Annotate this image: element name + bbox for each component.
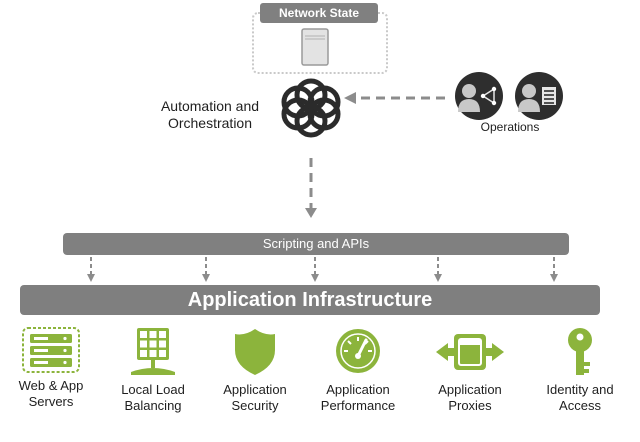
item-label-line1: Web & App — [18, 378, 84, 393]
item-label-line1: Application — [326, 382, 390, 397]
item-web-app-servers: Web & App Servers — [0, 326, 106, 410]
proxy-arrows-icon — [436, 334, 504, 370]
item-label-application-performance: Application Performance — [303, 382, 413, 414]
automation-label-line2: Orchestration — [167, 115, 253, 131]
operations-arrow — [344, 92, 445, 104]
shield-icon — [235, 329, 275, 375]
item-label-line1: Local Load — [121, 382, 185, 397]
scripting-apis-bar: Scripting and APIs — [63, 233, 569, 255]
item-label-line2: Security — [231, 398, 279, 413]
item-label-line2: Performance — [320, 398, 396, 413]
item-label-line1: Application — [438, 382, 502, 397]
operations-user-list-icon — [515, 72, 563, 120]
item-label-line1: Application — [223, 382, 287, 397]
orchestration-down-arrow — [305, 158, 317, 218]
item-application-security: Application Security — [200, 326, 310, 414]
document-icon — [301, 28, 329, 66]
load-balancer-icon — [131, 328, 175, 375]
item-label-line2: Servers — [28, 394, 74, 409]
item-application-performance: Application Performance — [303, 326, 413, 414]
item-label-application-proxies: Application Proxies — [415, 382, 525, 414]
operations-label: Operations — [480, 120, 540, 134]
item-application-proxies: Application Proxies — [415, 326, 525, 414]
item-label-line2: Balancing — [124, 398, 182, 413]
server-stack-icon — [22, 327, 80, 373]
operations-user-network-icon — [455, 72, 503, 120]
key-icon — [568, 328, 592, 375]
orchestration-icon — [281, 78, 341, 138]
item-label-line2: Proxies — [448, 398, 492, 413]
item-label-line1: Identity and — [546, 382, 614, 397]
api-arrows — [87, 257, 558, 282]
item-label-application-security: Application Security — [200, 382, 310, 414]
item-label-line2: Access — [559, 398, 601, 413]
network-state-title: Network State — [260, 3, 378, 23]
item-local-load-balancing: Local Load Balancing — [98, 326, 208, 414]
automation-label: Automation and Orchestration — [156, 98, 264, 132]
item-label-local-load-balancing: Local Load Balancing — [98, 382, 208, 414]
item-label-web-app-servers: Web & App Servers — [0, 378, 106, 410]
item-identity-access: Identity and Access — [525, 326, 635, 414]
item-label-identity-access: Identity and Access — [525, 382, 635, 414]
application-infrastructure-bar: Application Infrastructure — [20, 285, 600, 315]
automation-label-line1: Automation and — [160, 98, 260, 114]
speedometer-icon — [336, 329, 380, 373]
